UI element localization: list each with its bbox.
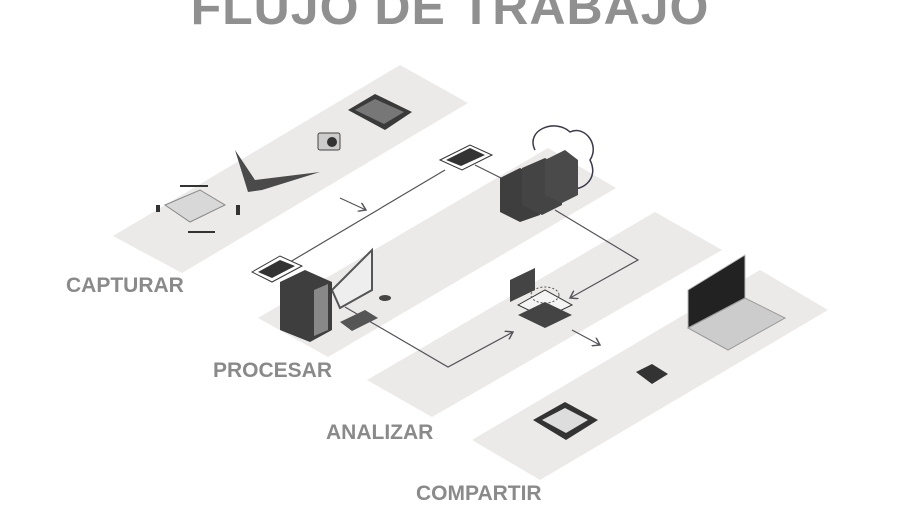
desktop-computer-icon [280,247,391,342]
image-thumbnail-icon [250,144,494,283]
stage-label-share: COMPARTIR [416,482,542,505]
stage-label-process: PROCESAR [213,359,333,382]
camera-icon [317,132,341,151]
tablet-icon [348,94,412,130]
stage-label-capture: CAPTURAR [66,274,184,297]
smartphone-icon [636,364,668,384]
flow-lines [289,164,640,368]
laptop-icon [686,254,787,351]
server-rack-icon [500,125,594,222]
3d-model-icon [510,268,574,328]
stage-label-analyze: ANALIZAR [326,421,434,444]
tablet-device-icon [533,402,598,440]
drone-quadcopter-icon [156,185,240,233]
page-title: FLUJO DE TRABAJO [190,0,710,35]
fixed-wing-drone-icon [235,150,320,192]
